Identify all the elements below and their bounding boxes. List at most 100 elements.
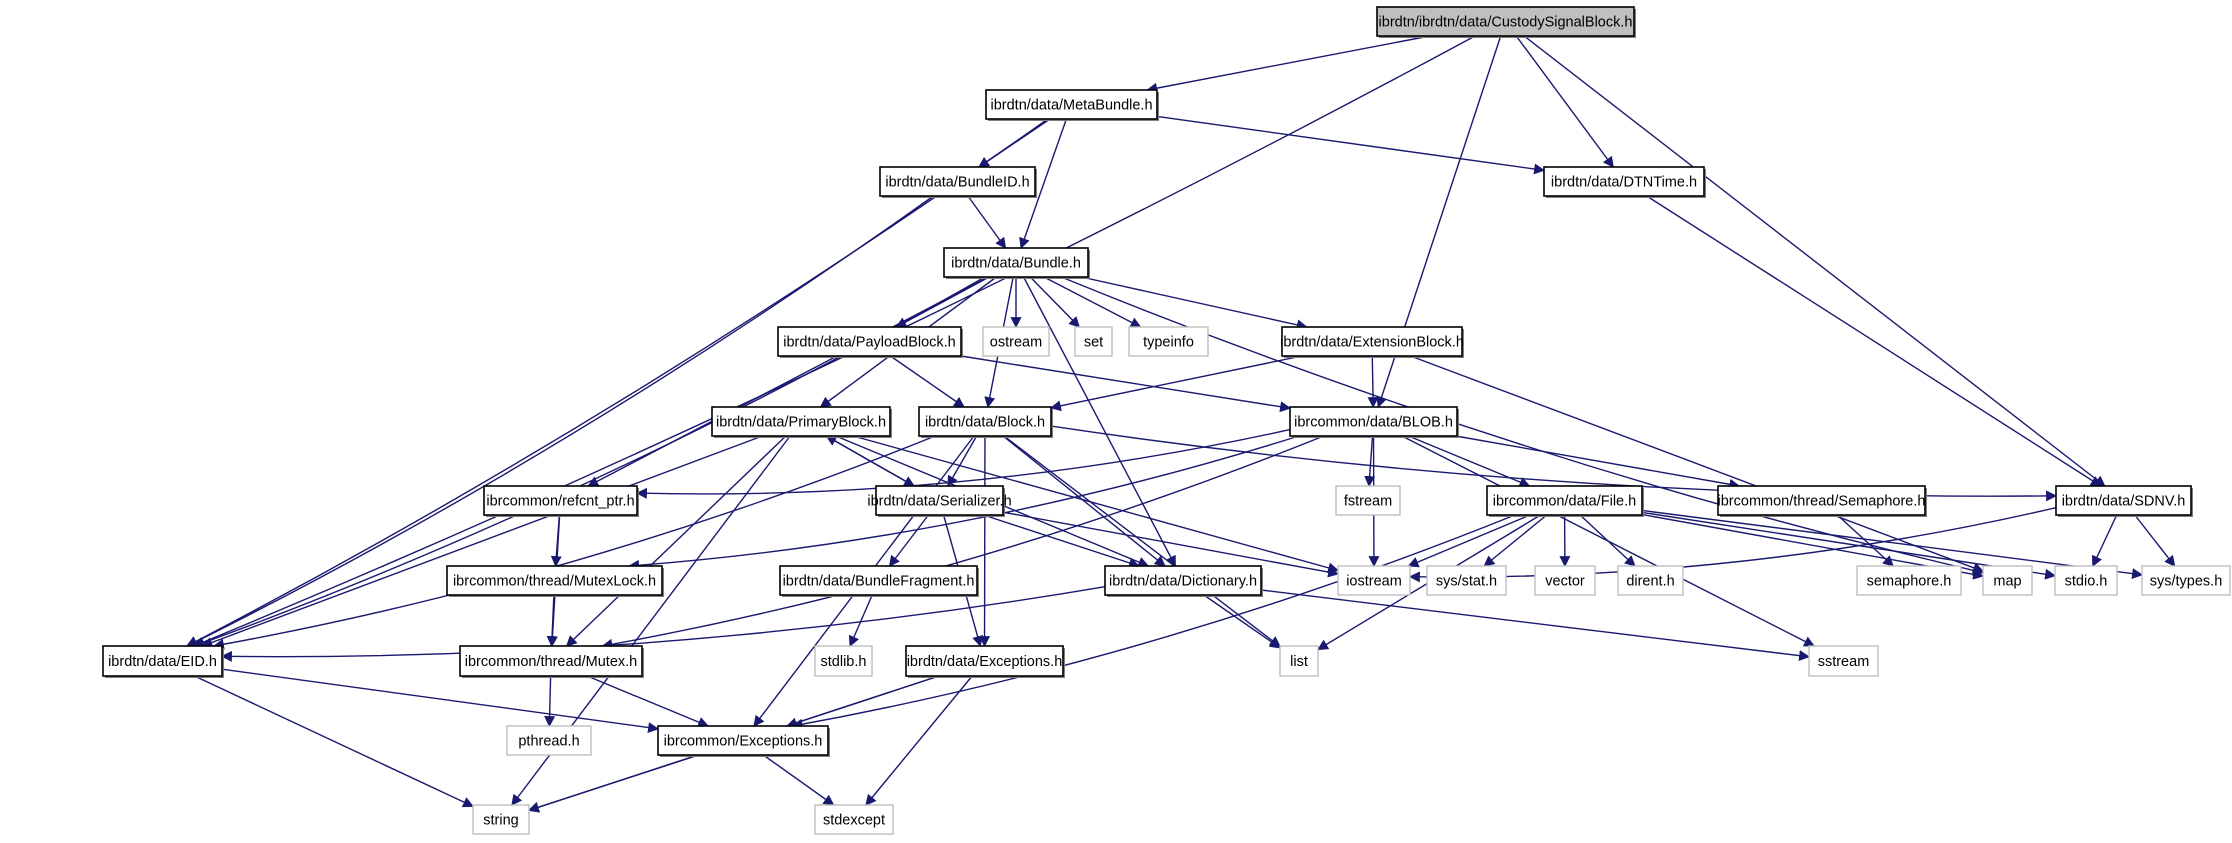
node-label: ibrdtn/data/Block.h — [925, 415, 1045, 431]
edge-eid-to-cexceptions — [221, 668, 660, 733]
edge-bundle-to-extensionblock — [1081, 276, 1308, 331]
node-label: iostream — [1346, 574, 1402, 590]
node-iostream: iostream — [1337, 565, 1411, 596]
node-box — [2141, 565, 2231, 596]
node-dtntime[interactable]: ibrdtn/data/DTNTime.h — [1543, 166, 1706, 198]
node-label: ibrdtn/data/MetaBundle.h — [990, 98, 1152, 114]
node-label: ibrdtn/data/DTNTime.h — [1551, 175, 1697, 191]
node-semaphore[interactable]: ibrcommon/thread/Semaphore.h — [1717, 485, 1927, 517]
node-bundlefragment[interactable]: ibrdtn/data/BundleFragment.h — [779, 565, 979, 597]
node-label: ibrdtn/data/SDNV.h — [2062, 494, 2186, 510]
edge-primaryblock-to-mutex — [565, 435, 787, 647]
node-box — [102, 645, 223, 677]
node-payloadblock[interactable]: ibrdtn/data/PayloadBlock.h — [777, 326, 963, 358]
edge-payloadblock-to-blob — [960, 355, 1292, 413]
node-semaphoreh: semaphore.h — [1856, 565, 1962, 596]
edge-dictionary-to-list — [1203, 594, 1281, 649]
node-label: ibrdtn/data/BundleID.h — [885, 175, 1029, 191]
edge-mutex-to-pthread — [544, 675, 556, 728]
node-box — [985, 89, 1158, 120]
node-typeinfo: typeinfo — [1128, 326, 1209, 357]
node-primaryblock[interactable]: ibrdtn/data/PrimaryBlock.h — [711, 406, 892, 438]
edge-blob-to-file — [1408, 435, 1531, 488]
node-layer: ibrdtn/ibrdtn/data/CustodySignalBlock.h i… — [102, 6, 2231, 835]
edge-mutex-to-cexceptions — [586, 675, 709, 728]
node-mutex[interactable]: ibrcommon/thread/Mutex.h — [459, 645, 644, 678]
edge-metabundle-to-bundle — [1019, 118, 1068, 250]
edge-blob-to-semaphore — [1455, 435, 1741, 490]
node-box — [1337, 565, 1411, 596]
node-block[interactable]: ibrdtn/data/Block.h — [918, 406, 1053, 438]
node-map: map — [1982, 565, 2033, 596]
node-box — [814, 804, 894, 835]
node-root[interactable]: ibrdtn/ibrdtn/data/CustodySignalBlock.h — [1376, 6, 1636, 38]
node-box — [1335, 485, 1401, 516]
edge-exceptions-to-stdexcept — [865, 675, 973, 806]
node-label: pthread.h — [518, 734, 579, 750]
edge-payloadblock-to-block — [890, 355, 965, 408]
node-box — [1289, 406, 1458, 437]
node-box — [1376, 6, 1635, 37]
edge-dictionary-to-sstream — [1260, 589, 1811, 662]
node-box — [875, 485, 1004, 516]
node-box — [779, 565, 978, 596]
node-eid[interactable]: ibrdtn/data/EID.h — [102, 645, 224, 678]
node-label: fstream — [1344, 494, 1392, 510]
edge-file-to-sysstat — [1483, 514, 1548, 567]
edge-mutexlock-to-mutex — [546, 594, 558, 648]
node-ostream: ostream — [982, 326, 1050, 357]
node-stdexcept: stdexcept — [814, 804, 894, 835]
edge-blob-to-fstream — [1364, 435, 1376, 488]
node-box — [1426, 565, 1507, 596]
edge-bundle-to-dictionary — [1022, 276, 1177, 567]
edge-block-to-dictionary — [1002, 435, 1166, 567]
edge-root-to-dtntime — [1515, 35, 1614, 168]
edge-file-to-dirent — [1579, 514, 1636, 567]
node-box — [2054, 565, 2118, 596]
node-bundle[interactable]: ibrdtn/data/Bundle.h — [943, 247, 1090, 279]
edge-serializer-to-bundlefragment — [888, 514, 930, 567]
edge-serializer-to-iostream — [1002, 511, 1340, 578]
node-string: string — [472, 804, 530, 835]
node-label: ibrdtn/data/Dictionary.h — [1109, 574, 1257, 590]
node-refcnt[interactable]: ibrcommon/refcnt_ptr.h — [483, 485, 639, 517]
node-dictionary[interactable]: ibrdtn/data/Dictionary.h — [1104, 565, 1263, 597]
node-stdlib: stdlib.h — [814, 645, 873, 677]
node-cexceptions[interactable]: ibrcommon/Exceptions.h — [657, 725, 830, 757]
edge-serializer-to-dictionary — [983, 514, 1140, 569]
node-label: string — [483, 813, 518, 829]
edge-blob-to-mutex — [601, 435, 1324, 650]
node-sysstat: sys/stat.h — [1426, 565, 1507, 596]
edge-bundle-to-set — [1029, 276, 1081, 328]
node-box — [1486, 485, 1643, 516]
node-box — [905, 645, 1064, 677]
node-bundleid[interactable]: ibrdtn/data/BundleID.h — [879, 166, 1037, 198]
node-sdnv[interactable]: ibrdtn/data/SDNV.h — [2055, 485, 2193, 517]
edge-bundlefragment-to-stdlib — [848, 594, 873, 648]
edge-serializer-to-primaryblock — [825, 435, 915, 487]
edge-dictionary-to-eid — [220, 585, 1106, 662]
node-box — [1617, 565, 1684, 596]
node-label: sys/stat.h — [1436, 574, 1497, 590]
node-label: sys/types.h — [2150, 574, 2223, 590]
node-box — [657, 725, 829, 756]
node-metabundle[interactable]: ibrdtn/data/MetaBundle.h — [985, 89, 1159, 121]
node-exceptions[interactable]: ibrdtn/data/Exceptions.h — [905, 645, 1065, 678]
node-serializer[interactable]: ibrdtn/data/Serializer.h — [867, 485, 1012, 517]
node-box — [1808, 645, 1879, 677]
node-file[interactable]: ibrcommon/data/File.h — [1486, 485, 1644, 517]
node-extensionblock[interactable]: ibrdtn/data/ExtensionBlock.h — [1280, 326, 1464, 358]
node-blob[interactable]: ibrcommon/data/BLOB.h — [1289, 406, 1459, 438]
node-label: set — [1084, 335, 1103, 351]
edge-semaphore-to-semaphoreh — [1836, 514, 1894, 567]
edge-dtntime-to-sdnv — [1646, 195, 2102, 487]
node-label: stdlib.h — [821, 654, 867, 670]
node-mutexlock[interactable]: ibrcommon/thread/MutexLock.h — [446, 565, 664, 597]
edge-bundle-to-typeinfo — [1043, 276, 1142, 328]
node-label: sstream — [1818, 654, 1870, 670]
node-label: ibrcommon/Exceptions.h — [664, 734, 823, 750]
edge-sdnv-to-systypes — [2134, 514, 2176, 567]
node-label: stdexcept — [823, 813, 885, 829]
node-box — [1982, 565, 2033, 596]
